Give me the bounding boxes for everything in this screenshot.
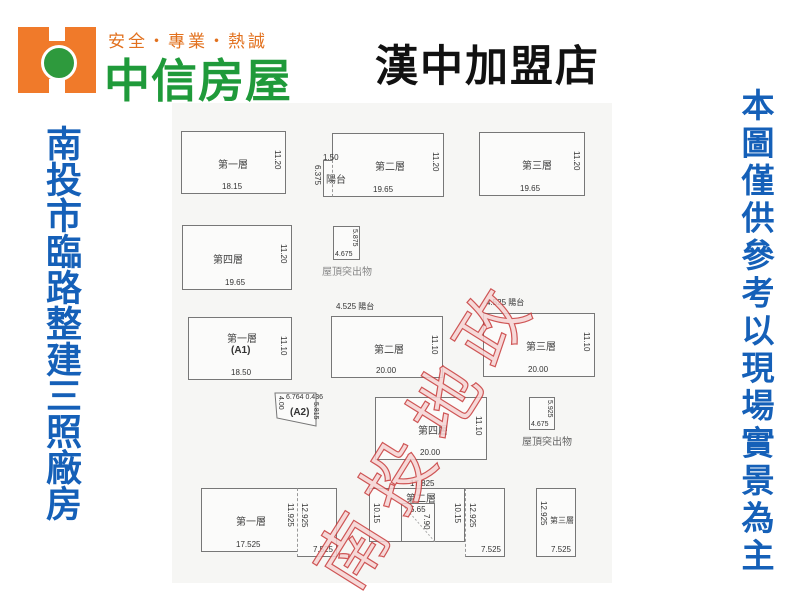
height-dim: 11.20	[572, 151, 581, 171]
width-dim: 19.65	[373, 185, 394, 194]
logo-notch	[49, 27, 65, 41]
height-dim: 11.20	[279, 244, 288, 264]
a2-left-dim: 4.00	[277, 396, 284, 410]
property-title: 南投市臨路整建三照廠房	[40, 125, 81, 521]
disclaimer-note: 本圖僅供參考以現場實景為主	[736, 88, 775, 576]
plan-c-floor2-annex: 12.925 7.525	[465, 488, 505, 557]
width-dim: 18.15	[222, 182, 243, 191]
floor-label: 第四層	[213, 255, 243, 266]
height-dim: 11.10	[582, 332, 591, 352]
a2-top-dim: 6.764 0.436	[286, 394, 323, 401]
width-dim: 4.675	[531, 421, 549, 428]
balcony-label: 4.525 陽台	[336, 302, 375, 311]
balcony-width: 1.50	[323, 153, 339, 162]
height-dim: 11.10	[474, 416, 483, 436]
left-dim: 10.15	[372, 503, 381, 524]
plan-b-roof: 4.675 5.925	[529, 397, 555, 430]
plan-a-floor1: 第一層 18.15 11.20	[181, 131, 286, 194]
plan-a-floor2: 第二層 19.65 11.20	[332, 133, 444, 197]
floor-label: 第三層	[522, 161, 552, 172]
balcony-height: 6.375	[313, 165, 322, 186]
width-dim: 7.525	[550, 545, 571, 554]
floor-label: 第四層	[418, 426, 448, 437]
floor-label: 第二層	[406, 494, 436, 505]
floor-label: 第二層	[375, 162, 405, 173]
unit-label: (A1)	[231, 345, 251, 356]
top-dim: 17.825	[410, 479, 435, 488]
width-dim: 17.525	[236, 540, 261, 549]
width-dim: 7.525	[480, 545, 501, 554]
plan-a-roof: 4.675 5.875	[333, 226, 360, 260]
diagonal-line	[402, 504, 436, 543]
roof-label: 屋頂突出物	[522, 437, 572, 448]
height-dim: 5.875	[351, 229, 358, 247]
height-dim: 11.10	[430, 335, 439, 355]
globe-icon	[41, 45, 77, 81]
roof-label: 屋頂突出物	[322, 267, 372, 278]
height-dim: 12.925	[468, 503, 477, 528]
plan-b-a2-shape	[274, 392, 317, 427]
balcony-label: 陽台	[326, 175, 346, 186]
width-dim: 20.00	[376, 366, 397, 375]
height-dim: 11.20	[431, 152, 440, 172]
logo-mark	[18, 27, 96, 93]
floor-label: 第一層	[218, 160, 248, 171]
width-dim: 7.525	[312, 545, 333, 554]
width-dim: 18.50	[231, 368, 252, 377]
height-dim: 5.925	[546, 400, 553, 418]
height-dim: 10.15	[453, 503, 462, 524]
width-dim: 20.00	[528, 365, 549, 374]
logo-notch	[49, 79, 65, 93]
width-dim: 4.675	[335, 251, 353, 258]
height-dim: 11.10	[279, 336, 288, 356]
plan-b-floor4: 第四層 20.00 11.10	[375, 397, 487, 460]
plan-c-floor3: 12.925 第三層 7.525	[536, 488, 576, 557]
unit-label: (A2)	[290, 407, 310, 418]
inner-height-dim: 7.90	[422, 514, 431, 530]
width-dim: 19.65	[225, 278, 246, 287]
a2-right-dim: 5.815	[312, 402, 319, 420]
floor-label: 第一層	[236, 517, 266, 528]
plan-b-floor3: 第三層 20.00 11.10	[483, 313, 595, 377]
store-name: 漢中加盟店	[375, 42, 600, 92]
plan-b-floor1: 第一層 (A1) 18.50 11.10	[188, 317, 292, 380]
height-dim: 12.925	[539, 501, 548, 526]
slogan: 安全・專業・熱誠	[108, 32, 268, 52]
height-dim: 12.925	[300, 503, 309, 528]
plan-a-floor3: 第三層 19.65 11.20	[479, 132, 585, 196]
plan-a-balcony	[323, 160, 333, 197]
height-dim: 11.20	[273, 150, 282, 170]
balcony-label: 4.525 陽台	[486, 298, 525, 307]
floor-label: 第三層	[550, 516, 574, 525]
plan-c-floor1-annex: 12.925 7.525	[297, 488, 337, 557]
plan-c-floor1: 第一層 17.525 11.925	[201, 488, 298, 552]
width-dim: 20.00	[420, 448, 441, 457]
inner-width-dim: 5.65	[410, 505, 426, 514]
plan-c-inner-space: 5.65 7.90	[401, 503, 436, 543]
plan-b-floor2: 第二層 20.00 11.10	[331, 316, 443, 378]
height-dim: 11.925	[286, 503, 295, 527]
floor-label: 第二層	[374, 345, 404, 356]
floor-label: 第三層	[526, 342, 556, 353]
width-dim: 19.65	[520, 184, 541, 193]
floor-label: 第一層	[227, 334, 257, 345]
brand-name: 中信房屋	[104, 54, 292, 108]
plan-a-floor4: 第四層 19.65 11.20	[182, 225, 292, 290]
